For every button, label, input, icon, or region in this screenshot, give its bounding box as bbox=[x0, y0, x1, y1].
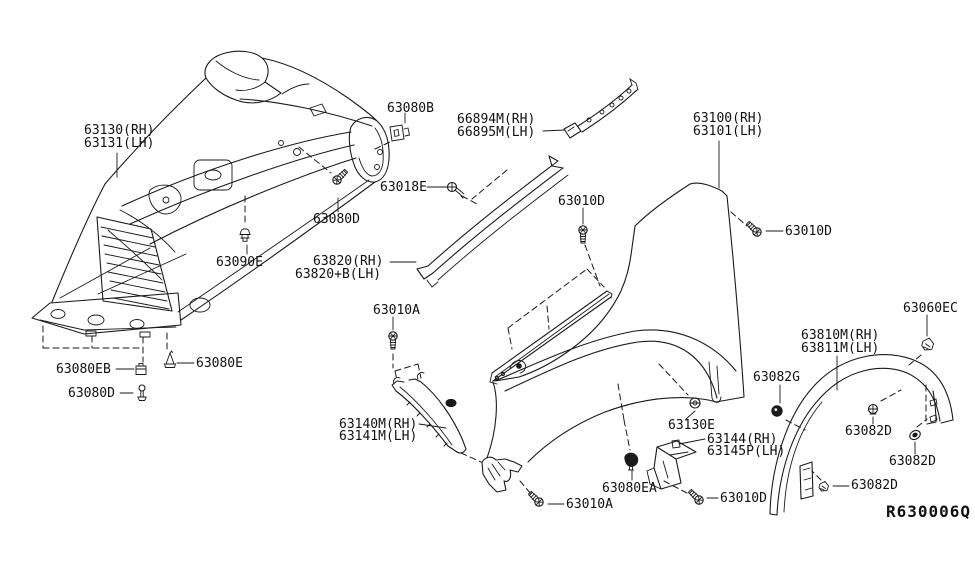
part-label: 63820+B(LH) bbox=[295, 267, 382, 282]
diagram-ref-code: R630006Q bbox=[886, 502, 972, 521]
part-label: 63082G bbox=[753, 370, 800, 385]
liner-63130-art bbox=[32, 51, 389, 337]
fastener-63090e-clip bbox=[239, 228, 251, 242]
part-label: 63060EC bbox=[903, 301, 958, 316]
fender-63100-art bbox=[482, 183, 744, 492]
part-label: 63080B bbox=[387, 101, 434, 116]
part-label: 63080D bbox=[313, 212, 360, 227]
part-label: 63018E bbox=[380, 180, 427, 195]
part-label: 63082D bbox=[851, 478, 898, 493]
part-label: 66895M(LH) bbox=[457, 125, 536, 140]
fastener-63080b-clip bbox=[389, 124, 410, 142]
fastener-63082d-3-clip bbox=[818, 481, 829, 492]
fastener-63080d-top-screw bbox=[330, 167, 350, 187]
fastener-63010d-right-bolt bbox=[744, 219, 764, 239]
fastener-63060ec-clip bbox=[921, 337, 935, 351]
part-label: 63010D bbox=[720, 491, 767, 506]
part-label: 63145P(LH) bbox=[707, 444, 786, 459]
fastener-63010a-top-bolt bbox=[388, 331, 398, 350]
part-label: 63080E bbox=[196, 356, 243, 371]
part-label: 63080D bbox=[68, 386, 115, 401]
part-label: 63130(RH) bbox=[84, 123, 155, 138]
part-label: 63100(RH) bbox=[693, 111, 764, 126]
part-label: 63130E bbox=[668, 418, 715, 433]
flare-63810-art bbox=[770, 355, 953, 515]
part-label: 63140M(RH) bbox=[339, 417, 418, 432]
part-label: 63010A bbox=[373, 303, 420, 318]
part-label: 63144(RH) bbox=[707, 432, 778, 447]
fastener-63082d-1-screw bbox=[867, 403, 879, 415]
fastener-63080e-pin bbox=[164, 350, 176, 368]
part-label: 63141M(LH) bbox=[339, 429, 418, 444]
part-label: 63090E bbox=[216, 255, 263, 270]
part-label: 63080EB bbox=[56, 362, 111, 377]
fastener-63080eb-clip bbox=[135, 362, 147, 375]
part-label: 63820(RH) bbox=[313, 254, 384, 269]
fastener-63082g-grommet bbox=[771, 405, 783, 417]
part-label: 63010D bbox=[785, 224, 832, 239]
part-label: 63101(LH) bbox=[693, 124, 764, 139]
leader-lines bbox=[116, 113, 927, 504]
part-label: 63131(LH) bbox=[84, 136, 155, 151]
fastener-63010d-bottom-bolt bbox=[686, 487, 706, 507]
bracket-63144-art bbox=[647, 440, 696, 489]
strip-63820-art bbox=[417, 156, 568, 287]
part-label: 63010A bbox=[566, 497, 613, 512]
part-label: 63810M(RH) bbox=[801, 328, 880, 343]
dashed-locator-lines bbox=[43, 141, 927, 494]
fastener-63018e-screw bbox=[446, 181, 465, 199]
fastener-63080ea-grommet bbox=[624, 452, 639, 471]
fastener-63010d-left-bolt bbox=[578, 225, 588, 244]
part-label: 63811M(LH) bbox=[801, 341, 880, 356]
part-label: 66894M(RH) bbox=[457, 112, 536, 127]
strip-66894-art bbox=[564, 79, 638, 138]
part-label: 63082D bbox=[845, 424, 892, 439]
part-label: 63082D bbox=[889, 454, 936, 469]
fastener-63082d-2-grommet bbox=[908, 429, 922, 442]
part-label: 63010D bbox=[558, 194, 605, 209]
fastener-63130e-screw bbox=[689, 397, 701, 409]
part-label: 63080EA bbox=[602, 481, 657, 496]
fastener-63080d-bottom-pin bbox=[137, 384, 147, 402]
